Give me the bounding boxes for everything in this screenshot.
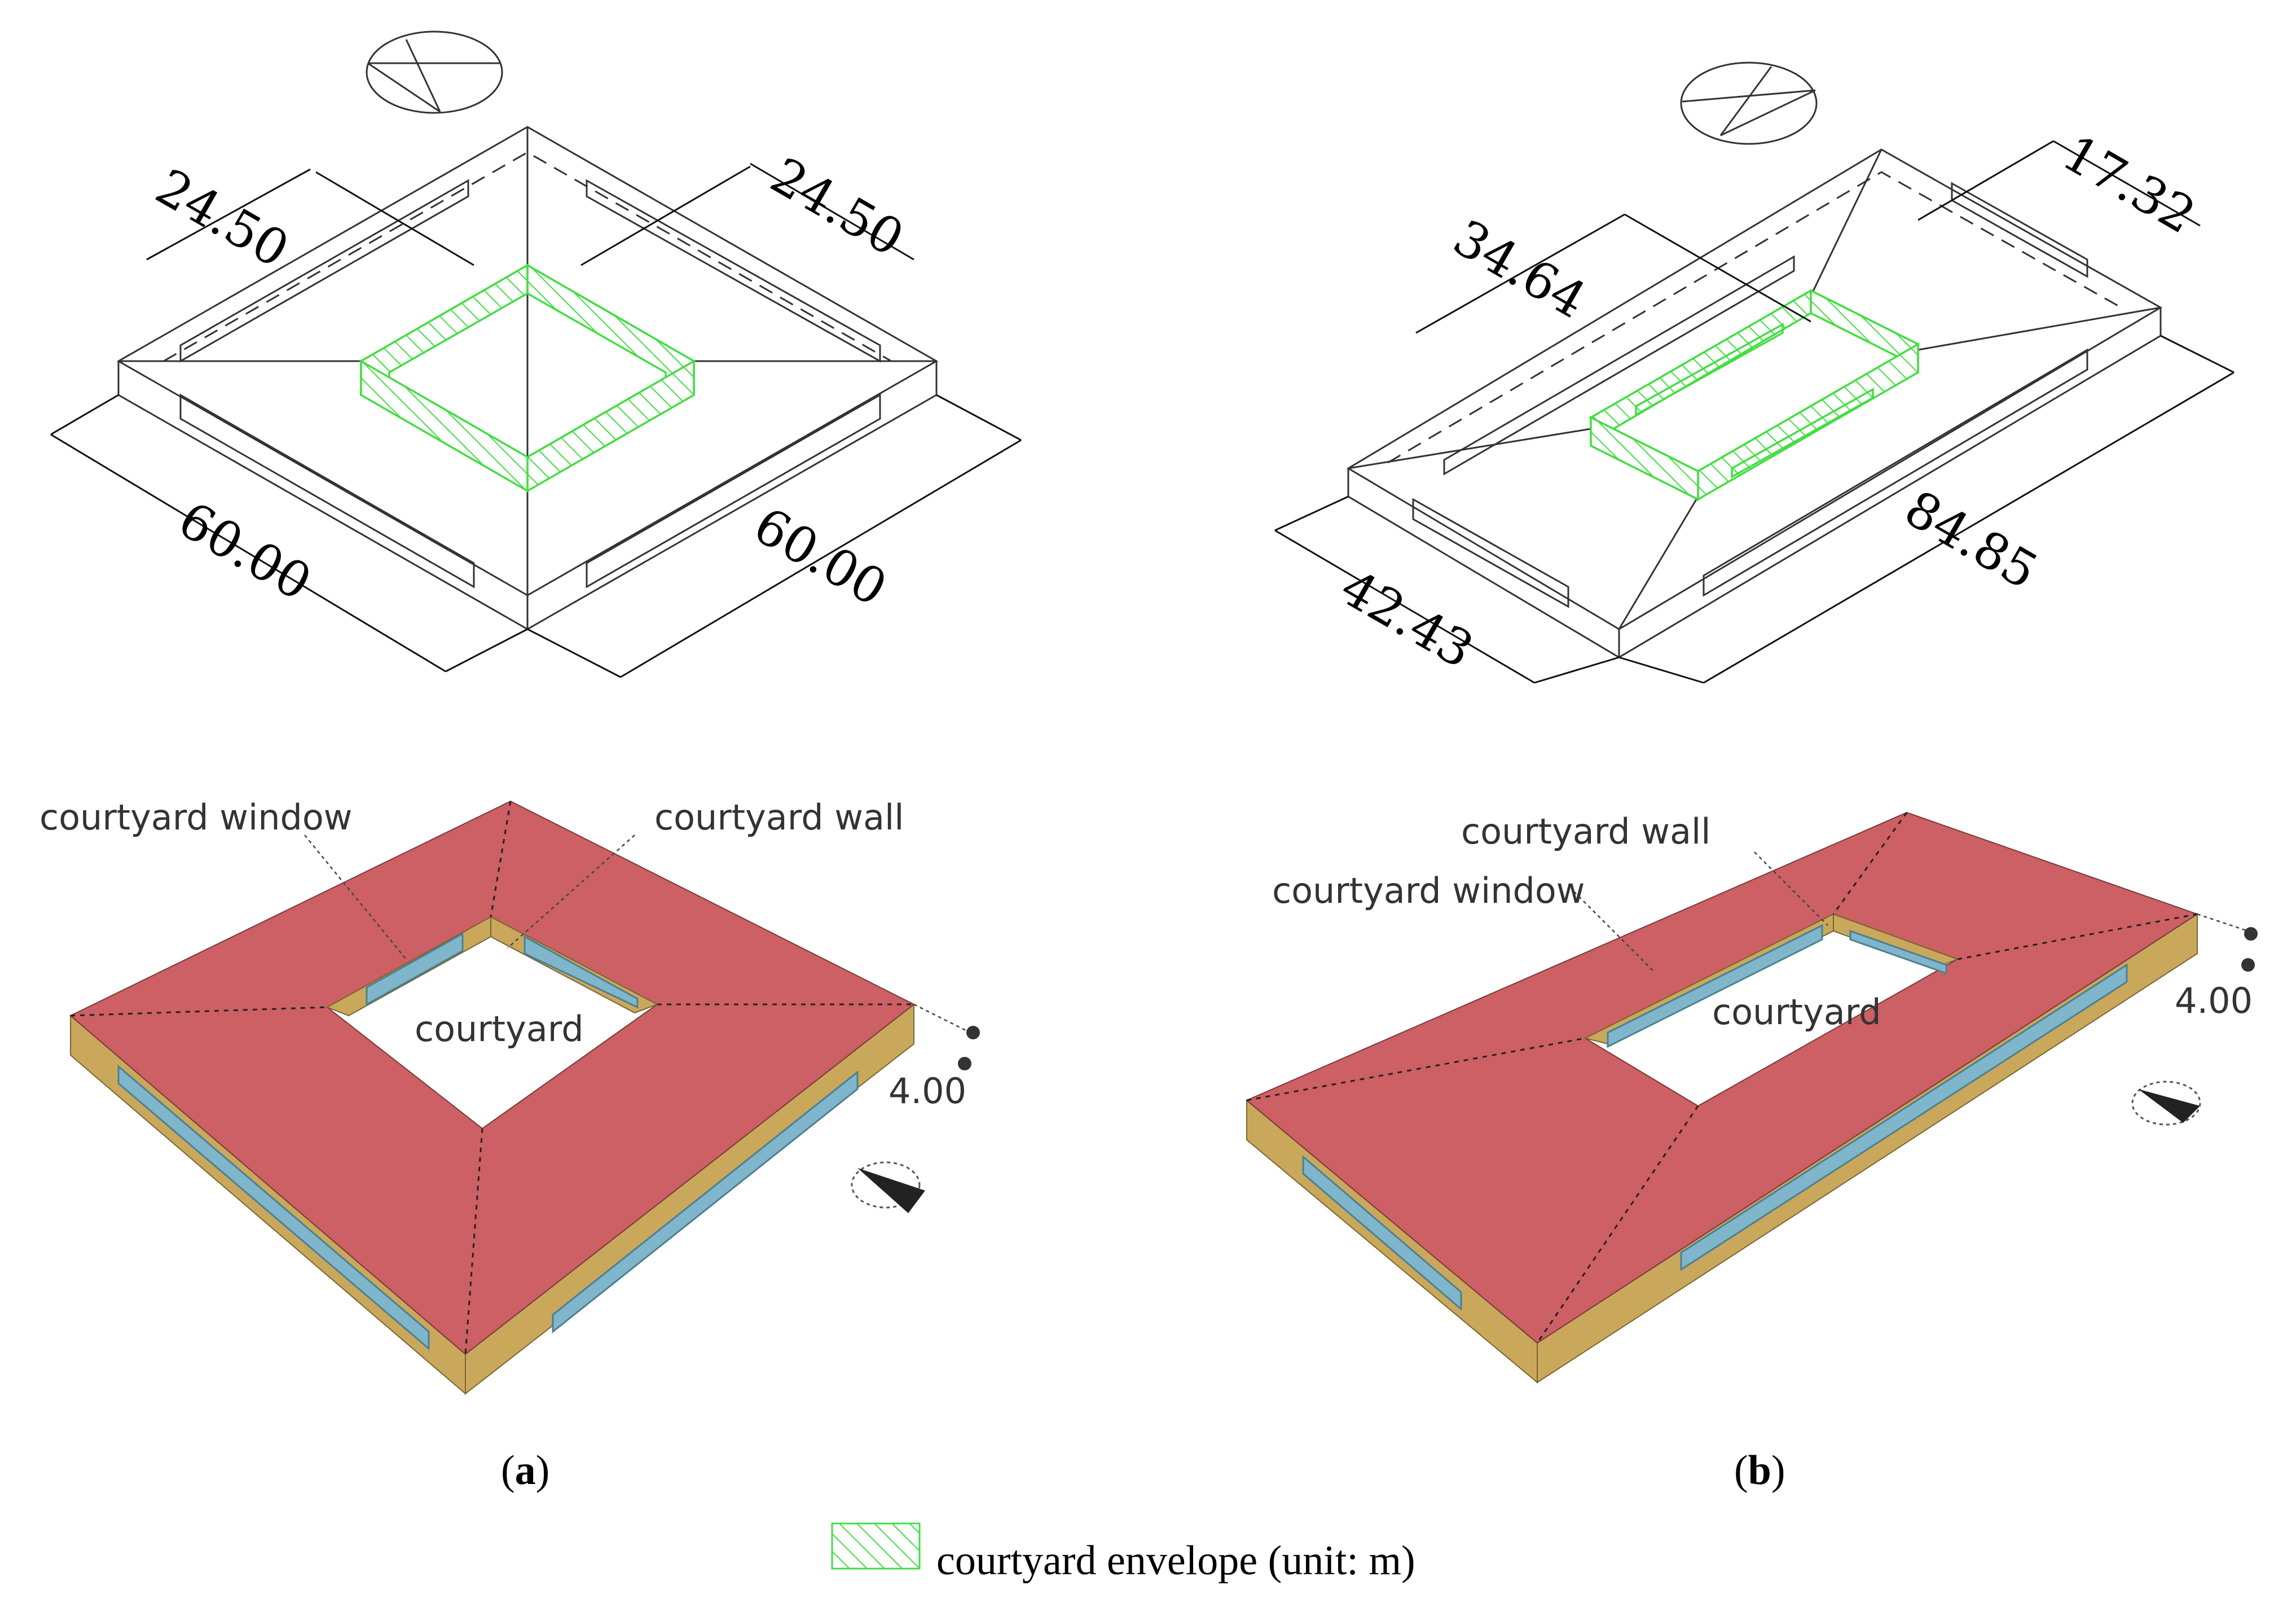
north-arrow-icon xyxy=(1680,62,1818,145)
label-courtyard-a: courtyard xyxy=(415,1008,584,1050)
label-courtyard-wall-a: courtyard wall xyxy=(654,797,904,838)
window-right-b xyxy=(1680,963,2128,1271)
roof-a xyxy=(69,800,915,1355)
label-courtyard-window-b: courtyard window xyxy=(1272,870,1585,911)
label-courtyard-b: courtyard xyxy=(1712,991,1881,1033)
window-right-a xyxy=(552,1070,859,1334)
dim-building-short-b: 42.43 xyxy=(1331,558,1484,679)
dim-courtyard-left-a: 24.50 xyxy=(147,157,299,279)
dim-courtyard-right-a: 24.50 xyxy=(762,146,914,267)
dim-building-long-b: 84.85 xyxy=(1895,479,2048,600)
courtyard-window-right-a xyxy=(524,935,639,1009)
dim-building-left-a: 60.00 xyxy=(169,490,322,612)
dimension-lines-b xyxy=(1274,140,2235,684)
caption-b: (b) xyxy=(1734,1447,1785,1494)
dim-building-right-a: 60.00 xyxy=(745,496,897,617)
height-marker-a xyxy=(913,1003,980,1070)
dim-courtyard-short-b: 17.32 xyxy=(2053,124,2206,245)
legend-label: courtyard envelope (unit: m) xyxy=(936,1538,1415,1584)
compass-icon xyxy=(851,1161,925,1213)
panel-a-render: courtyard window courtyard wall courtyar… xyxy=(39,797,980,1395)
dim-height-b: 4.00 xyxy=(2175,980,2253,1021)
svg-text:(a): (a) xyxy=(501,1447,549,1494)
dimension-lines-a xyxy=(50,163,1022,678)
svg-text:(b): (b) xyxy=(1734,1447,1785,1494)
legend-swatch xyxy=(831,1522,921,1570)
caption-a-letter: a xyxy=(515,1447,536,1494)
label-courtyard-wall-b: courtyard wall xyxy=(1461,811,1710,852)
panel-b-render: courtyard wall courtyard window courtyar… xyxy=(1246,811,2258,1384)
courtyard-envelope-b xyxy=(1589,288,1920,502)
courtyard-window-b xyxy=(1607,924,1823,1048)
dim-courtyard-long-b: 34.64 xyxy=(1444,208,1596,330)
dim-height-a: 4.00 xyxy=(889,1070,966,1112)
legend: courtyard envelope (unit: m) xyxy=(831,1522,1415,1584)
window-left-b xyxy=(1302,1154,1462,1311)
courtyard-window-a xyxy=(366,932,464,1006)
height-marker-b xyxy=(2197,913,2258,972)
caption-a: (a) xyxy=(501,1447,549,1494)
courtyard-window-right-b xyxy=(1849,929,1947,975)
compass-icon xyxy=(2131,1081,2201,1126)
building-outline xyxy=(116,126,939,630)
window-left-a xyxy=(117,1064,430,1351)
panel-a-wireframe: 24.50 24.50 60.00 60.00 xyxy=(50,30,1022,678)
courtyard-envelope-a xyxy=(359,263,696,493)
panel-b-wireframe: 34.64 17.32 42.43 84.85 xyxy=(1274,62,2235,684)
caption-b-letter: b xyxy=(1748,1447,1771,1494)
label-courtyard-window-a: courtyard window xyxy=(39,797,353,838)
north-arrow-icon xyxy=(366,30,503,114)
